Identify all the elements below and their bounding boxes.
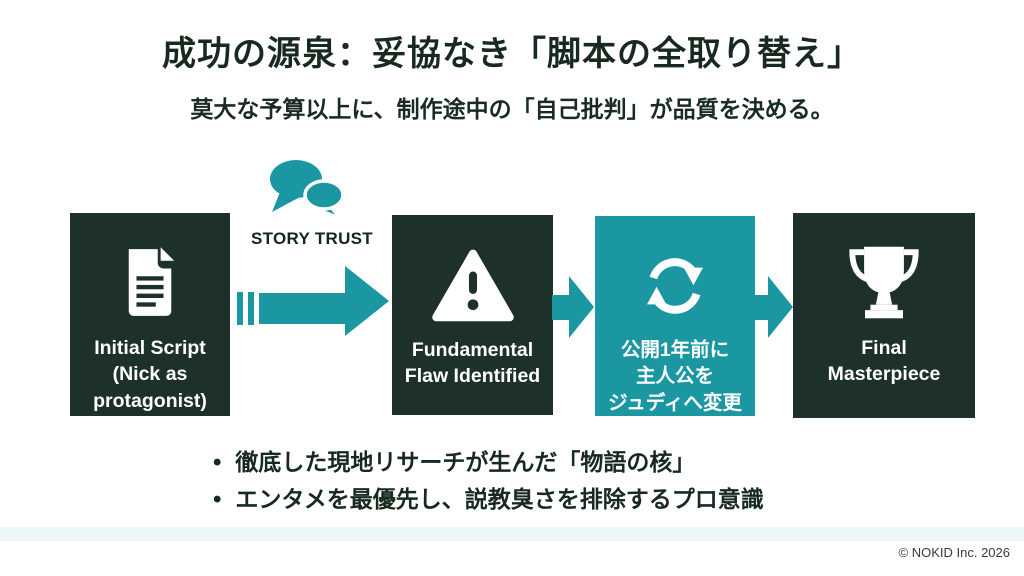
arrow-head [345,266,389,336]
chat-bubbles-icon [270,160,345,220]
flow-step-final-masterpiece: Final Masterpiece [793,213,975,418]
bullet-text: エンタメを最優先し、説教臭さを排除するプロ意識 [235,486,764,512]
bullet-text: 徹底した現地リサーチが生んだ「物語の核」 [235,449,696,475]
step-label: Fundamental Flaw Identified [404,339,541,388]
slide-title: 成功の源泉：妥協なき「脚本の全取り替え」 [162,35,862,73]
arrow-bar [248,292,254,325]
flow-arrow [237,266,389,336]
flow-step-protagonist-change: 公開1年前に 主人公を ジュディへ変更 [595,216,755,416]
document-icon [121,241,179,325]
arrow-bar [237,292,243,325]
story-trust-label: STORY TRUST [250,229,373,248]
bottom-accent-band [0,527,1024,541]
step-label: Initial Script (Nick as protagonist) [93,337,207,412]
bullet-item: • エンタメを最優先し、説教臭さを排除するプロ意識 [213,481,764,518]
arrow-shaft [552,295,569,320]
arrow-head [569,276,594,338]
bullet-item: • 徹底した現地リサーチが生んだ「物語の核」 [213,444,764,481]
step-label: Final Masterpiece [827,337,941,386]
flow-arrow [751,276,793,338]
step-label: 公開1年前に 主人公を ジュディへ変更 [608,339,742,414]
warning-icon [430,243,516,327]
trophy-icon [846,241,922,325]
flow-step-initial-script: Initial Script (Nick as protagonist) [70,213,230,416]
flow-arrow [552,276,594,338]
bullet-list: • 徹底した現地リサーチが生んだ「物語の核」 • エンタメを最優先し、説教臭さを… [213,444,764,518]
copyright: © NOKID Inc. 2026 [898,545,1010,560]
arrow-shaft [751,295,768,320]
bullet-marker: • [213,486,222,513]
bullet-marker: • [213,449,222,476]
flow-step-flaw-identified: Fundamental Flaw Identified [392,215,553,415]
arrow-head [768,276,793,338]
slide-subtitle: 莫大な予算以上に、制作途中の「自己批判」が品質を決める。 [190,96,834,122]
arrow-shaft [259,293,346,324]
refresh-icon [639,244,711,327]
